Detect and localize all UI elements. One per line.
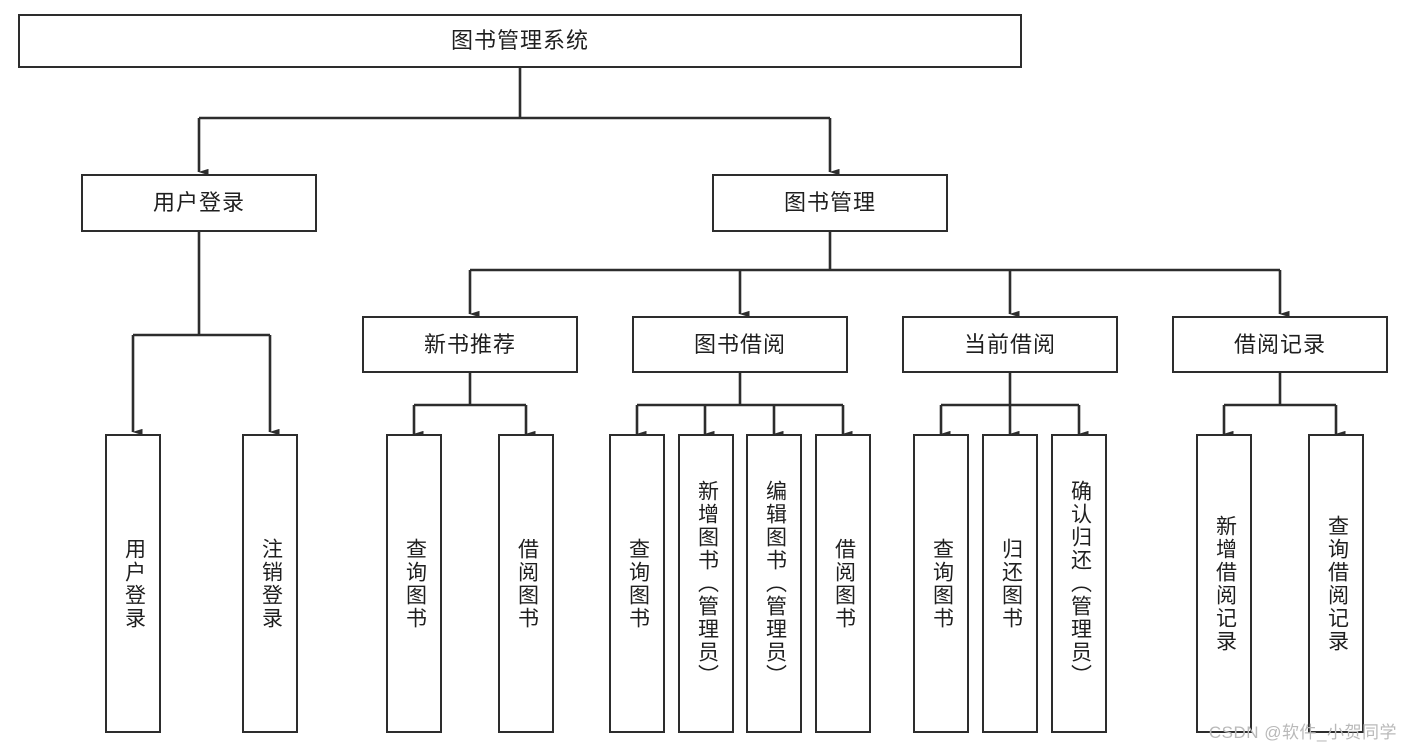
node-book-borrow[interactable]: 图书借阅 [632,316,848,373]
node-label: 查询借阅记录 [1325,514,1349,653]
node-current-borrow[interactable]: 当前借阅 [902,316,1118,373]
leaf-borrow-records-search[interactable]: 查询借阅记录 [1308,434,1364,733]
leaf-book-borrow-search[interactable]: 查询图书 [609,434,665,733]
node-label: 注销登录 [259,537,283,630]
leaf-current-borrow-search[interactable]: 查询图书 [913,434,969,733]
node-borrow-records[interactable]: 借阅记录 [1172,316,1388,373]
node-label: 新书推荐 [423,331,516,357]
node-label: 查询图书 [626,537,650,630]
node-label: 用户登录 [122,537,146,630]
node-label: 图书借阅 [693,331,786,357]
leaf-new-book-search[interactable]: 查询图书 [386,434,442,733]
node-label: 借阅图书 [832,537,856,630]
leaf-book-borrow-edit-admin[interactable]: 编辑图书（管理员） [746,434,802,733]
leaf-current-borrow-confirm-admin[interactable]: 确认归还（管理员） [1051,434,1107,733]
node-label: 新增图书（管理员） [695,480,719,687]
node-label: 借阅图书 [515,537,539,630]
leaf-book-borrow-add-admin[interactable]: 新增图书（管理员） [678,434,734,733]
node-label: 图书管理 [783,190,876,216]
leaf-current-borrow-return[interactable]: 归还图书 [982,434,1038,733]
node-label: 借阅记录 [1233,331,1326,357]
node-label: 查询图书 [403,537,427,630]
node-user-login[interactable]: 用户登录 [81,174,317,232]
node-label: 确认归还（管理员） [1068,480,1092,687]
node-label: 编辑图书（管理员） [763,480,787,687]
node-label: 归还图书 [999,537,1023,630]
node-label: 用户登录 [152,190,245,216]
node-new-book-recommend[interactable]: 新书推荐 [362,316,578,373]
leaf-borrow-records-add[interactable]: 新增借阅记录 [1196,434,1252,733]
leaf-user-login-login[interactable]: 用户登录 [105,434,161,733]
node-label: 新增借阅记录 [1213,514,1237,653]
leaf-user-login-logout[interactable]: 注销登录 [242,434,298,733]
node-book-management[interactable]: 图书管理 [712,174,948,232]
node-root-book-management-system[interactable]: 图书管理系统 [18,14,1022,68]
node-label: 查询图书 [930,537,954,630]
node-label: 图书管理系统 [450,28,589,54]
leaf-new-book-borrow[interactable]: 借阅图书 [498,434,554,733]
watermark-text: CSDN @软件_小贺同学 [1208,723,1397,742]
leaf-book-borrow-borrow[interactable]: 借阅图书 [815,434,871,733]
node-label: 当前借阅 [963,331,1056,357]
